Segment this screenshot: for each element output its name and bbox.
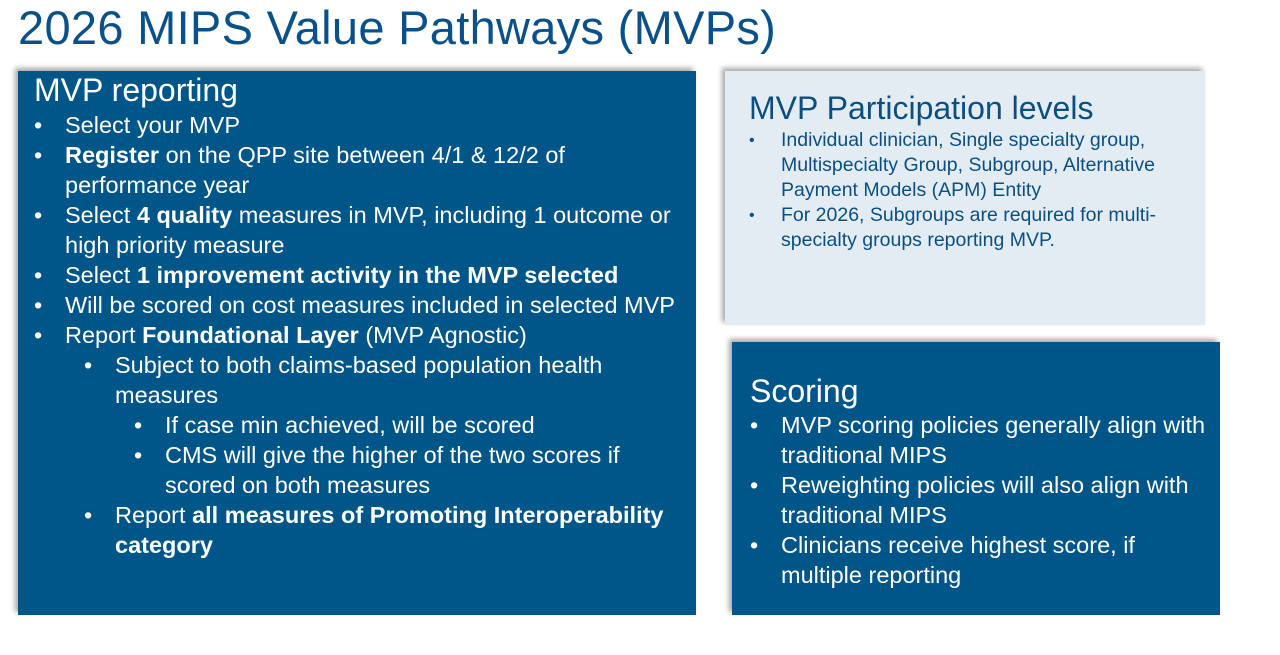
bold-text: all measures of Promoting Interoperabili… xyxy=(115,502,664,558)
participation-levels-list: • Individual clinician, Single specialty … xyxy=(749,128,1189,253)
text: For 2026, Subgroups are required for mul… xyxy=(781,204,1157,251)
mvp-reporting-list: • Select your MVP • Register on the QPP sit… xyxy=(34,110,694,560)
bullet-item: • Report all measures of Promoting Intero… xyxy=(84,500,694,560)
bullet-icon: • xyxy=(34,292,43,318)
bullet-item: • Select 1 improvement activity in the MV… xyxy=(34,260,694,290)
mvp-reporting-heading: MVP reporting xyxy=(34,72,238,108)
scoring-panel: Scoring • MVP scoring policies generally … xyxy=(732,342,1220,615)
bullet-icon: • xyxy=(34,322,43,348)
text: Select xyxy=(65,202,137,228)
bullet-item: • CMS will give the higher of the two sco… xyxy=(134,440,694,500)
bullet-icon: • xyxy=(34,202,43,228)
text: on the QPP site between 4/1 & 12/2 of pe… xyxy=(65,142,565,198)
text: Clinicians receive highest score, if mul… xyxy=(781,532,1135,588)
participation-levels-heading: MVP Participation levels xyxy=(749,90,1094,126)
bullet-item: • Register on the QPP site between 4/1 & … xyxy=(34,140,694,200)
bullet-item: • Select 4 quality measures in MVP, inclu… xyxy=(34,200,694,260)
text: CMS will give the higher of the two scor… xyxy=(165,442,620,498)
bullet-icon: • xyxy=(84,352,93,378)
bullet-item: • Will be scored on cost measures include… xyxy=(34,290,694,320)
text: measures in MVP, including 1 outcome or … xyxy=(65,202,671,258)
bold-text: Register xyxy=(65,142,160,168)
bullet-icon: • xyxy=(750,532,759,558)
text: Individual clinician, Single specialty g… xyxy=(781,129,1155,201)
bullet-item: • Reweighting policies will also align wi… xyxy=(750,470,1210,530)
bullet-icon: • xyxy=(34,142,43,168)
text: Select xyxy=(65,262,137,288)
bullet-item: • Individual clinician, Single specialty … xyxy=(749,128,1189,203)
bullet-item: • Select your MVP xyxy=(34,110,694,140)
bullet-item: • For 2026, Subgroups are required for mu… xyxy=(749,203,1189,253)
bullet-item: • If case min achieved, will be scored xyxy=(134,410,694,440)
slide-title: 2026 MIPS Value Pathways (MVPs) xyxy=(18,1,777,54)
bold-text: 4 quality xyxy=(136,202,233,228)
bullet-icon: • xyxy=(134,442,143,468)
bullet-item: • Clinicians receive highest score, if mu… xyxy=(750,530,1210,590)
bullet-icon: • xyxy=(34,112,43,138)
text: (MVP Agnostic) xyxy=(358,322,527,348)
bullet-icon: • xyxy=(750,472,759,498)
bullet-icon: • xyxy=(750,412,759,438)
bullet-icon: • xyxy=(34,262,43,288)
bold-text: 1 improvement activity in the MVP select… xyxy=(136,262,619,288)
bold-text: Foundational Layer xyxy=(142,322,359,348)
text: Report xyxy=(115,502,193,528)
mvp-reporting-panel: MVP reporting • Select your MVP• Register … xyxy=(18,71,696,615)
bullet-item: • Subject to both claims-based population… xyxy=(84,350,694,410)
scoring-list: • MVP scoring policies generally align wi… xyxy=(750,410,1210,590)
bullet-item: • MVP scoring policies generally align wi… xyxy=(750,410,1210,470)
participation-levels-panel: MVP Participation levels • Individual cli… xyxy=(725,71,1205,325)
text: Select your MVP xyxy=(65,112,241,138)
text: If case min achieved, will be scored xyxy=(165,412,535,438)
text: Report xyxy=(65,322,143,348)
scoring-heading: Scoring xyxy=(750,373,859,409)
bullet-icon: • xyxy=(134,412,143,438)
bullet-item: • Report Foundational Layer (MVP Agnostic… xyxy=(34,320,694,350)
text: MVP scoring policies generally align wit… xyxy=(781,412,1206,468)
bullet-icon: • xyxy=(749,132,755,149)
bullet-icon: • xyxy=(84,502,93,528)
bullet-icon: • xyxy=(749,207,755,224)
text: Subject to both claims-based population … xyxy=(115,352,603,408)
text: Reweighting policies will also align wit… xyxy=(781,472,1189,528)
text: Will be scored on cost measures included… xyxy=(65,292,675,318)
